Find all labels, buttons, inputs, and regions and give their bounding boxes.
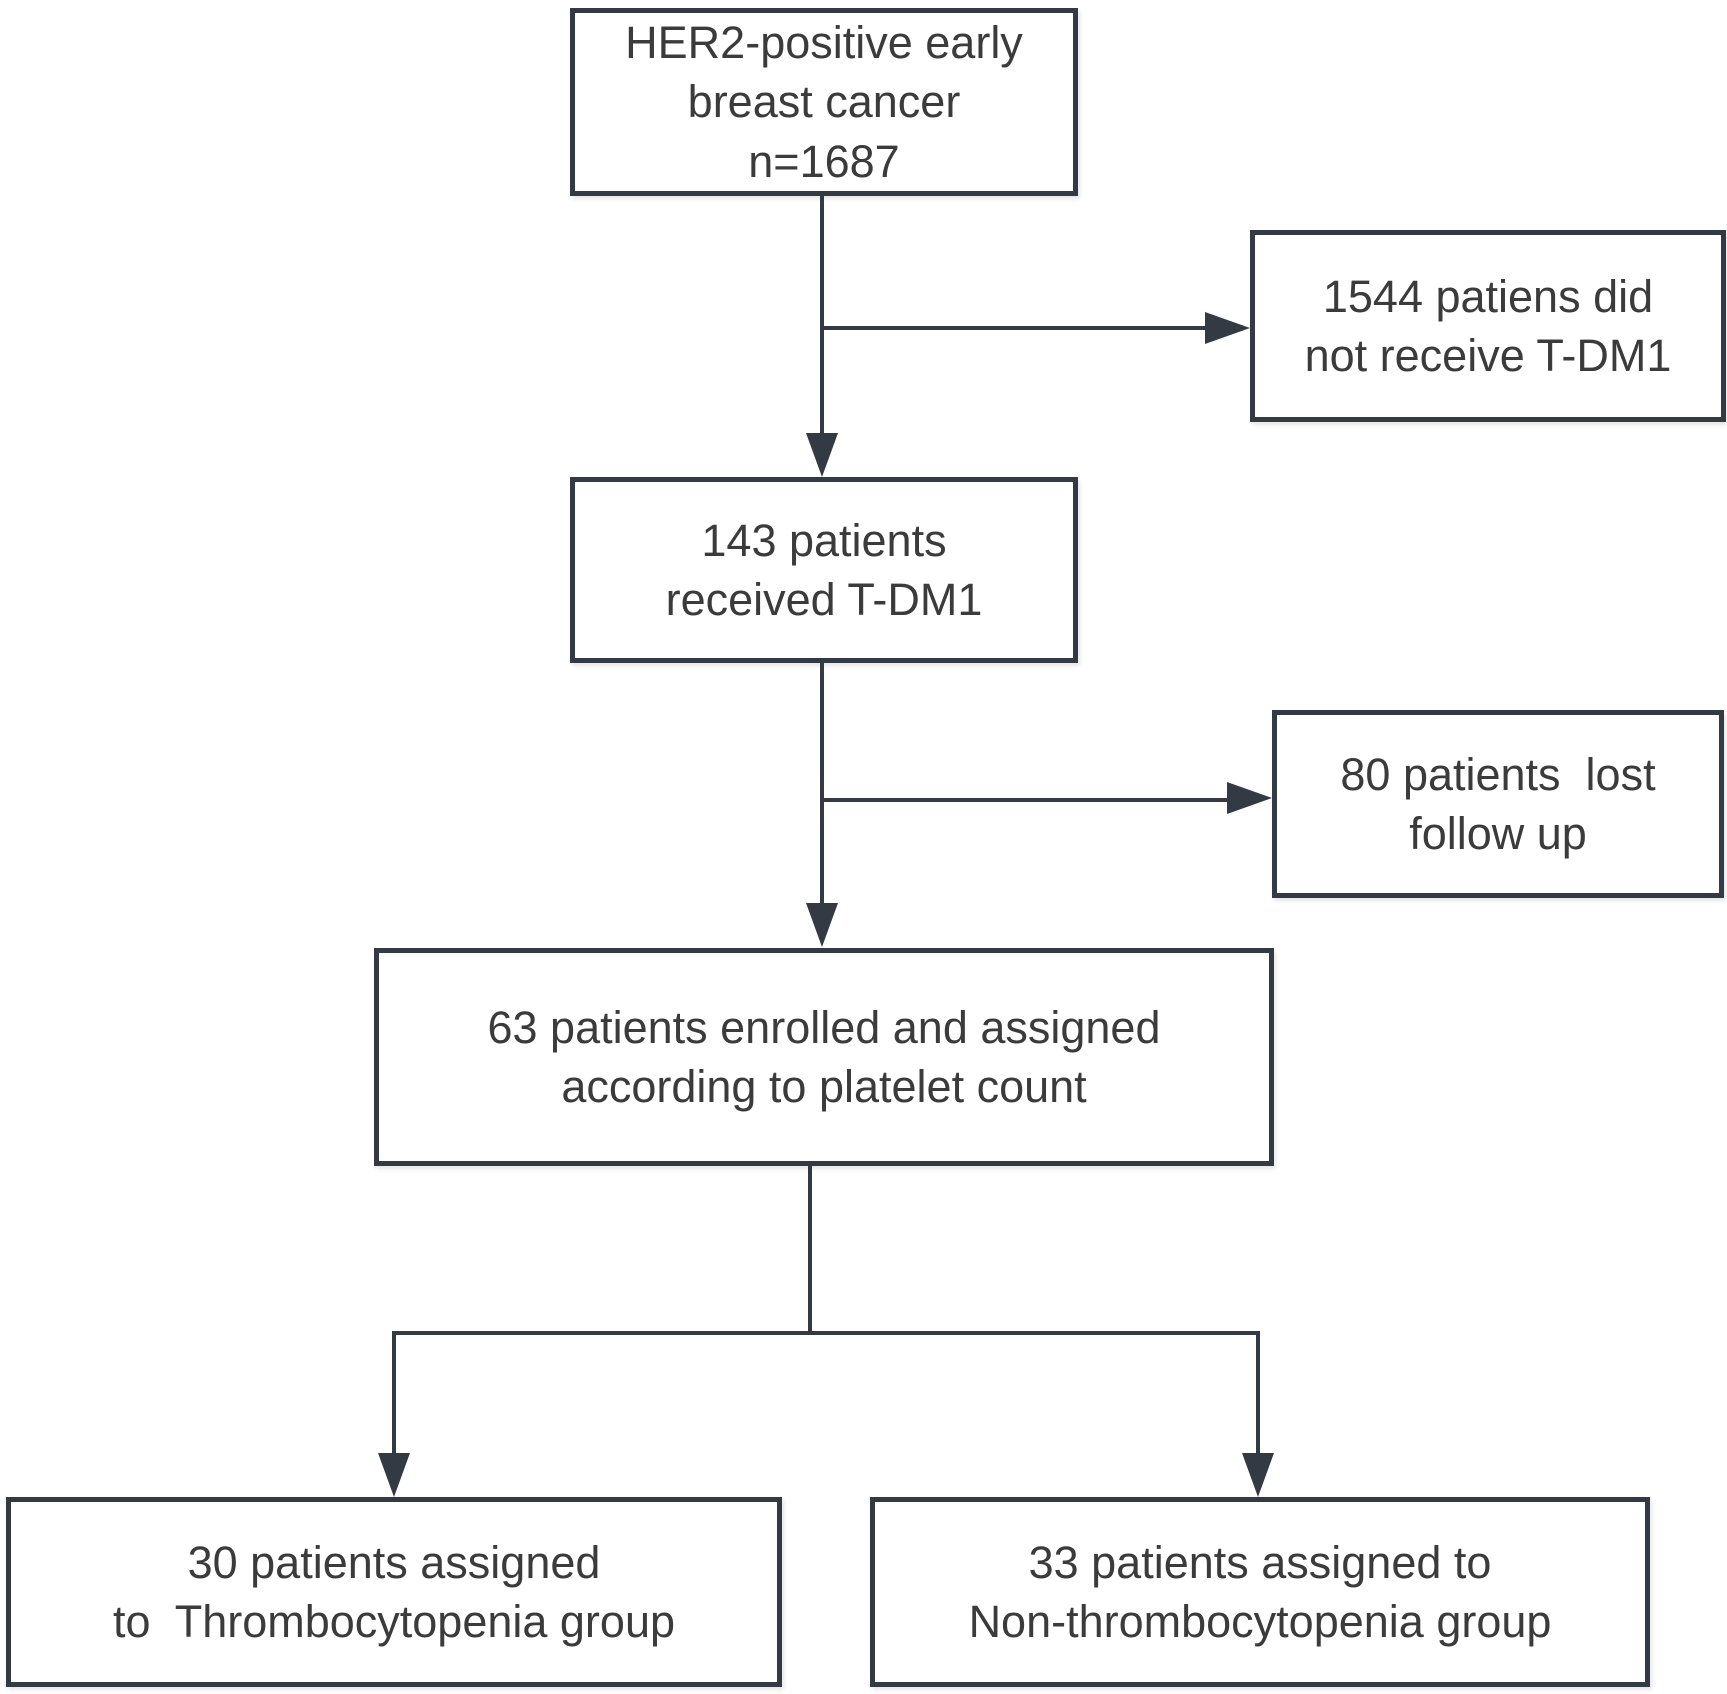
node-text-line: 143 patients — [701, 514, 947, 566]
connector-split-line — [392, 1331, 1260, 1335]
node-thrombocytopenia-group: 30 patients assigned to Thrombocytopenia… — [6, 1497, 782, 1687]
connector-to-not-received-line — [822, 326, 1205, 330]
node-lost-follow-up: 80 patients lost follow up — [1272, 710, 1724, 898]
arrow-down-icon — [378, 1453, 410, 1497]
connector-top-to-received-line — [820, 196, 824, 436]
arrow-right-icon — [1205, 312, 1250, 344]
node-her2-early-breast-cancer: HER2-positive early breast cancer n=1687 — [570, 8, 1078, 196]
node-text-line: breast cancer — [687, 76, 961, 128]
node-text-line: HER2-positive early — [625, 16, 1023, 68]
node-text-line: follow up — [1409, 808, 1587, 859]
arrow-right-icon — [1227, 782, 1272, 814]
connector-received-to-enrolled-line — [820, 663, 824, 906]
node-text-line: Non-thrombocytopenia group — [968, 1596, 1552, 1647]
node-text-line: 80 patients lost — [1340, 748, 1656, 800]
connector-to-thrombocytopenia-line — [392, 1331, 396, 1455]
node-text-line: to Thrombocytopenia group — [112, 1596, 676, 1647]
node-text-line: 30 patients assigned — [187, 1536, 601, 1588]
node-non-thrombocytopenia-group: 33 patients assigned to Non-thrombocytop… — [870, 1497, 1650, 1687]
node-enrolled-assigned: 63 patients enrolled and assigned accord… — [374, 948, 1274, 1166]
connector-to-lost-follow-up-line — [822, 798, 1227, 802]
arrow-down-icon — [806, 433, 838, 477]
node-text-line: received T-DM1 — [665, 574, 983, 625]
node-text-line: according to platelet count — [561, 1061, 1087, 1112]
node-did-not-receive-tdm1: 1544 patiens did not receive T-DM1 — [1250, 230, 1726, 422]
connector-to-non-thrombocytopenia-line — [1256, 1331, 1260, 1455]
node-text-line: 1544 patiens did — [1322, 270, 1654, 322]
connector-enrolled-stem-line — [808, 1166, 812, 1335]
node-text-line: n=1687 — [748, 135, 900, 187]
arrow-down-icon — [806, 903, 838, 947]
arrow-down-icon — [1242, 1453, 1274, 1497]
node-text-line: 63 patients enrolled and assigned — [487, 1001, 1161, 1053]
node-text-line: not receive T-DM1 — [1304, 330, 1672, 381]
node-received-tdm1: 143 patients received T-DM1 — [570, 477, 1078, 663]
node-text-line: 33 patients assigned to — [1028, 1536, 1492, 1588]
